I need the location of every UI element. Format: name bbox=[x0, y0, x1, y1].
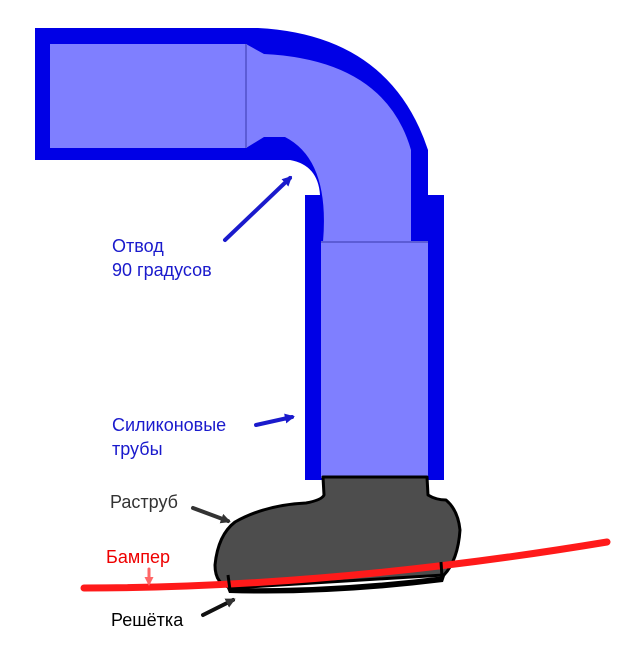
grille-arrow bbox=[201, 598, 236, 617]
pipes-label-line1: Силиконовые bbox=[112, 415, 226, 435]
elbow-arrow bbox=[223, 175, 293, 242]
grille-label: Решётка bbox=[111, 610, 184, 630]
elbow-label-line1: Отвод bbox=[112, 236, 164, 256]
pipes-label-line2: трубы bbox=[112, 439, 163, 459]
flare-arrow bbox=[191, 506, 231, 524]
silicone-pipe-fill bbox=[321, 242, 428, 478]
bumper-label: Бампер bbox=[106, 547, 170, 567]
elbow-label-line2: 90 градусов bbox=[112, 260, 212, 280]
flare-mark-right bbox=[439, 561, 444, 578]
flare-mark-left bbox=[226, 574, 232, 591]
pipes-arrow bbox=[254, 413, 295, 427]
bumper-line bbox=[80, 538, 611, 592]
grille-strip bbox=[227, 576, 445, 594]
elbow-inner-fill bbox=[50, 44, 411, 242]
flare-label: Раструб bbox=[110, 492, 178, 512]
